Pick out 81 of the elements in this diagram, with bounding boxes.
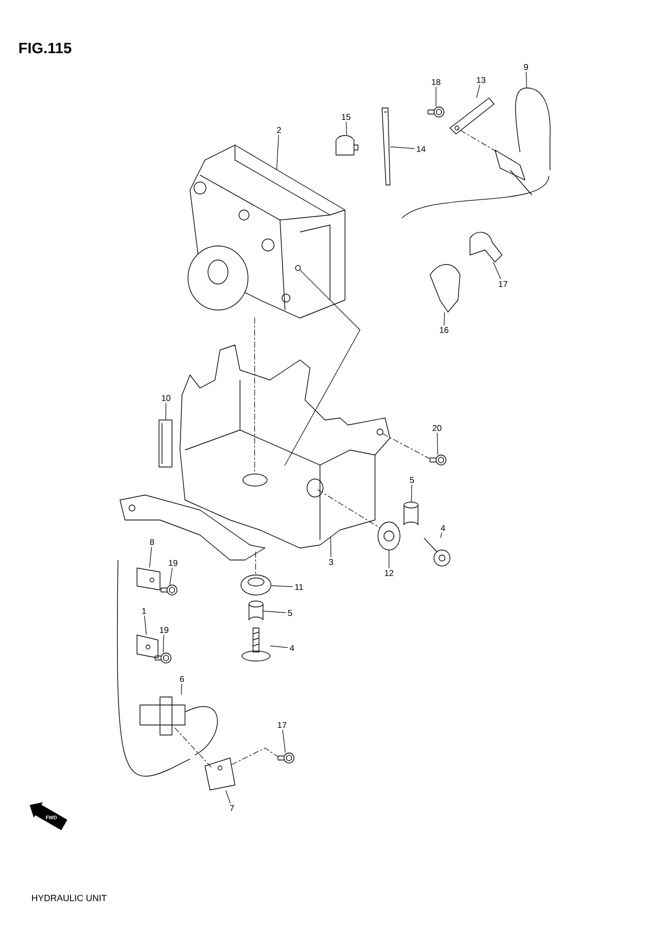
bracket-drawing — [450, 98, 494, 134]
callout-number: 17 — [278, 722, 286, 728]
callout-number: 5 — [410, 477, 414, 483]
leader-line — [444, 312, 445, 326]
bolt-drawing — [430, 454, 446, 466]
callout-number: 3 — [328, 559, 333, 565]
callout-number: 1 — [142, 608, 146, 614]
assembly-line — [255, 551, 256, 575]
bolt-drawing — [160, 584, 178, 596]
leader-line — [411, 484, 412, 502]
assembly-line — [382, 433, 430, 459]
leader-line — [390, 146, 415, 149]
leader-line — [271, 585, 294, 588]
leader-line — [181, 684, 182, 695]
callout-number: 20 — [432, 425, 442, 432]
assembly-line — [174, 727, 212, 768]
leader-line — [493, 262, 502, 280]
figure-title: FIG.115 — [19, 42, 72, 54]
assembly-line — [254, 317, 255, 474]
clip-drawing — [136, 634, 158, 658]
assembly-line — [457, 128, 497, 152]
callout-number: 2 — [277, 127, 281, 133]
wheel-sensor-drawing — [140, 696, 218, 756]
callout-number: 7 — [230, 805, 234, 811]
clamp-drawing — [470, 232, 502, 262]
leader-line — [282, 729, 286, 753]
callout-number: 9 — [524, 64, 528, 70]
leader-line — [144, 615, 147, 635]
leader-line — [149, 546, 152, 568]
callout-number: 17 — [498, 281, 508, 287]
figure-caption: HYDRAULIC UNIT — [32, 894, 107, 902]
clip-drawing — [336, 135, 358, 156]
assembly-line — [284, 269, 360, 466]
leader-line — [162, 634, 164, 653]
callout-number: 14 — [416, 146, 426, 152]
assembly-line — [317, 489, 380, 528]
assembly-line — [231, 748, 278, 765]
clamp-drawing — [204, 758, 236, 790]
leader-line — [436, 432, 438, 455]
spacer-drawing — [404, 502, 418, 526]
hydraulic-unit-drawing — [188, 144, 346, 318]
callout-number: 12 — [384, 570, 394, 576]
callout-number: 13 — [476, 77, 486, 84]
cable-tie-drawing — [382, 108, 390, 186]
leader-line — [388, 550, 390, 568]
leader-line — [169, 568, 173, 585]
callout-number: 5 — [288, 610, 292, 616]
callout-number: 19 — [168, 560, 178, 566]
bolt-drawing — [154, 652, 172, 664]
callout-number: 11 — [295, 584, 303, 590]
callout-number: 10 — [162, 395, 170, 401]
bolt-drawing — [242, 628, 270, 662]
clip-drawing — [136, 568, 160, 590]
callout-number: 15 — [342, 114, 350, 120]
callout-number: 8 — [150, 539, 154, 545]
leader-line — [330, 536, 332, 558]
grommet-drawing — [378, 522, 400, 550]
sensor-drawing — [494, 88, 551, 196]
callout-number: 16 — [440, 327, 448, 334]
bolt-drawing — [278, 752, 294, 764]
leader-line — [225, 790, 231, 804]
callout-number: 6 — [180, 676, 184, 682]
leader-line — [165, 402, 166, 420]
bolt-drawing — [424, 538, 450, 566]
leader-line — [476, 84, 480, 98]
leader-line — [346, 122, 347, 135]
callout-number: 18 — [432, 79, 440, 86]
bracket-drawing — [120, 344, 390, 560]
grommet-drawing — [240, 574, 272, 596]
spacer-drawing — [248, 600, 264, 620]
callout-number: 4 — [440, 525, 446, 531]
callout-number: 4 — [290, 645, 294, 651]
pad-drawing — [158, 420, 172, 468]
leader-line — [526, 72, 527, 88]
leader-line — [276, 134, 279, 170]
clamp-drawing — [430, 264, 460, 312]
bolt-drawing — [428, 106, 444, 118]
leader-line — [263, 610, 286, 613]
leader-line — [270, 646, 288, 648]
callout-number: 19 — [160, 627, 168, 633]
leader-line — [440, 532, 442, 538]
